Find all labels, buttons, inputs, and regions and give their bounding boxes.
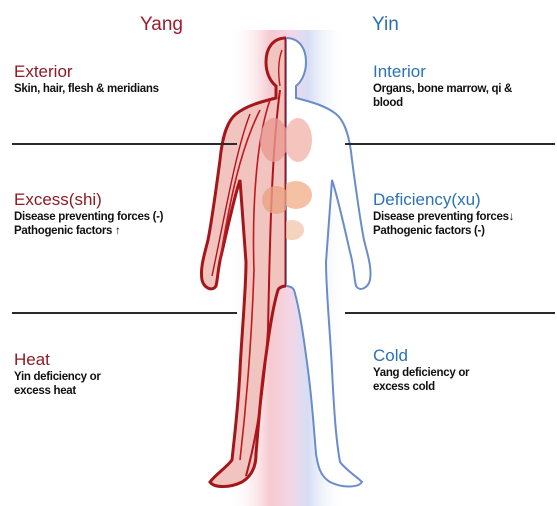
exterior-block: Exterior Skin, hair, flesh & meridians [14,62,244,96]
deficiency-block: Deficiency(xu) Disease preventing forces… [373,190,555,238]
divider-right-2 [345,312,555,314]
cold-block: Cold Yang deficiency or excess cold [373,346,555,394]
excess-desc-line2: Pathogenic factors ↑ [14,224,244,238]
deficiency-title: Deficiency(xu) [373,190,555,210]
deficiency-desc-line1: Disease preventing forces↓ [373,210,555,224]
excess-desc-line1: Disease preventing forces (-) [14,210,244,224]
heat-desc-line1: Yin deficiency or [14,370,244,384]
cold-desc-line2: excess cold [373,380,555,394]
interior-desc-line2: blood [373,96,555,110]
divider-right-1 [345,143,555,145]
interior-title: Interior [373,62,555,82]
excess-block: Excess(shi) Disease preventing forces (-… [14,190,244,238]
excess-title: Excess(shi) [14,190,244,210]
cold-title: Cold [373,346,555,366]
cold-desc-line1: Yang deficiency or [373,366,555,380]
divider-left-1 [12,143,237,145]
divider-left-2 [12,312,237,314]
deficiency-desc-line2: Pathogenic factors (-) [373,224,555,238]
heat-title: Heat [14,350,244,370]
heat-desc-line2: excess heat [14,384,244,398]
exterior-desc: Skin, hair, flesh & meridians [14,82,244,96]
heat-block: Heat Yin deficiency or excess heat [14,350,244,398]
interior-desc-line1: Organs, bone marrow, qi & [373,82,555,96]
interior-block: Interior Organs, bone marrow, qi & blood [373,62,555,110]
exterior-title: Exterior [14,62,244,82]
